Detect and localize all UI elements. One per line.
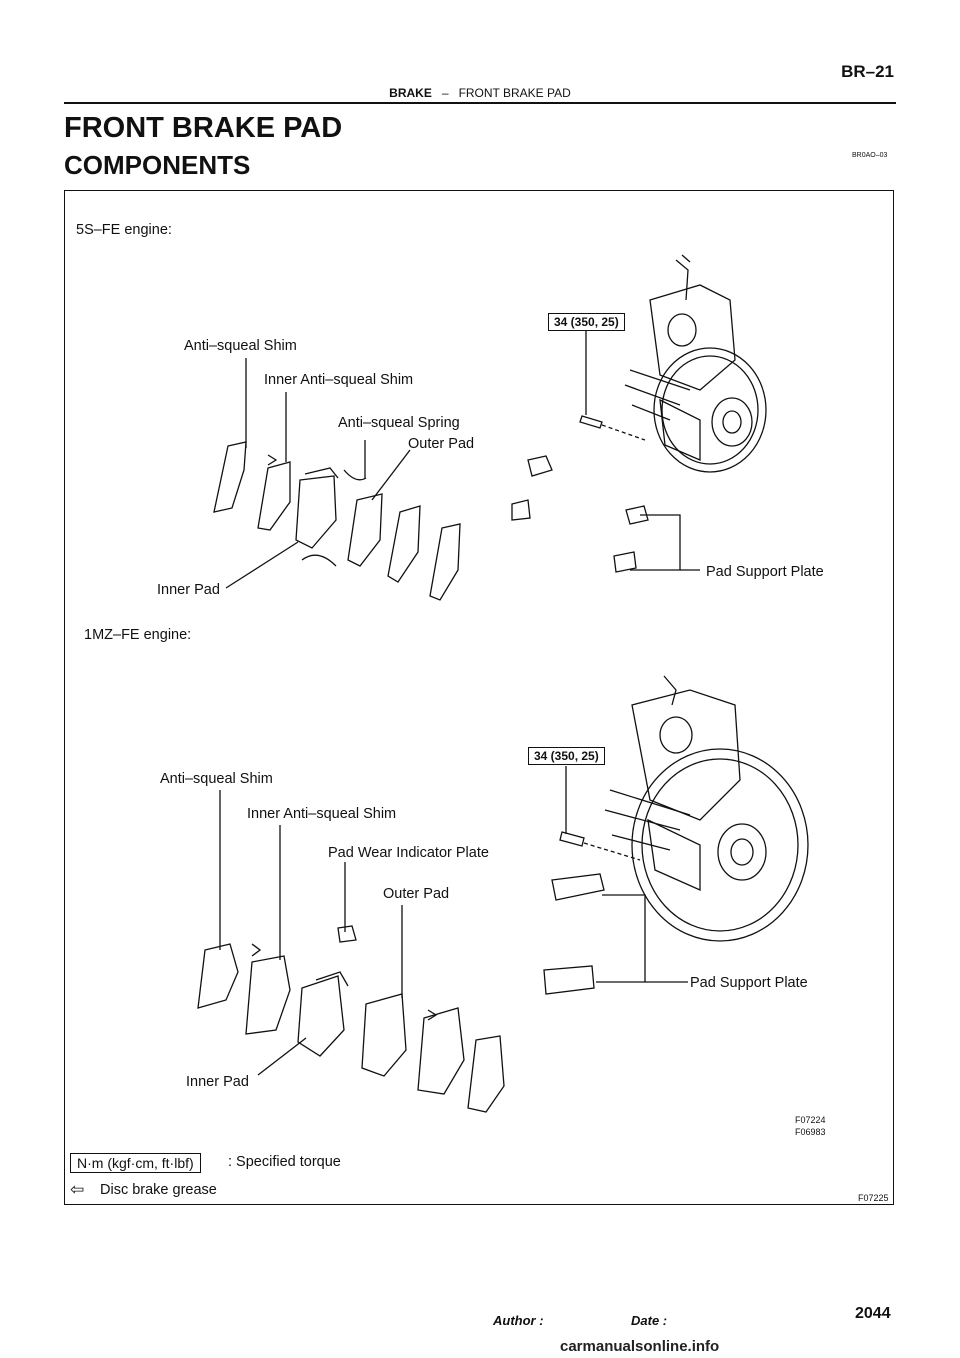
bolt-2 — [559, 831, 641, 861]
pad-parts-2 — [197, 873, 605, 1113]
pad-parts-1 — [213, 441, 649, 601]
label-anti-squeal-spring-1: Anti–squeal Spring — [338, 415, 460, 431]
date-label: Date : — [631, 1313, 668, 1328]
page-code: BR–21 — [841, 62, 894, 81]
header-rule — [64, 102, 896, 104]
label-anti-squeal-shim-2: Anti–squeal Shim — [160, 771, 273, 787]
grease-legend-text: Disc brake grease — [100, 1182, 217, 1198]
torque-callout-2: 34 (350, 25) — [528, 747, 605, 765]
reference-code: BR0AO–03 — [852, 152, 888, 159]
label-pad-wear-indicator-plate: Pad Wear Indicator Plate — [328, 845, 489, 861]
page-number: 2044 — [855, 1305, 891, 1322]
torque-unit-box: N·m (kgf·cm, ft·lbf) — [70, 1153, 201, 1173]
header-separator: – — [441, 86, 449, 100]
running-header: BRAKE – FRONT BRAKE PAD — [0, 86, 960, 100]
page-title: FRONT BRAKE PAD — [64, 112, 343, 144]
arrow-grease-icon: ⇦ — [70, 1180, 85, 1199]
label-anti-squeal-shim-1: Anti–squeal Shim — [184, 338, 297, 354]
label-outer-pad-2: Outer Pad — [383, 886, 450, 902]
torque-callout-1: 34 (350, 25) — [548, 313, 625, 331]
torque-legend-text: : Specified torque — [228, 1154, 341, 1170]
figure-frame — [64, 190, 894, 1205]
section-title: COMPONENTS — [64, 150, 251, 180]
label-inner-pad-1: Inner Pad — [157, 582, 220, 598]
engine-label-1mz-fe: 1MZ–FE engine: — [84, 627, 192, 643]
caliper-disc-illustration-1 — [624, 254, 767, 473]
label-pad-support-plate-2: Pad Support Plate — [690, 975, 808, 991]
label-outer-pad-1: Outer Pad — [408, 436, 475, 452]
header-subtitle: FRONT BRAKE PAD — [458, 86, 571, 100]
header-section: BRAKE — [389, 86, 432, 100]
caliper-disc-illustration-2 — [604, 675, 809, 942]
author-label: Author : — [493, 1313, 544, 1328]
figure-code-2: F06983 — [795, 1127, 826, 1137]
label-pad-support-plate-1: Pad Support Plate — [706, 564, 824, 580]
bolt-1 — [579, 415, 646, 441]
figure-code-3: F07225 — [858, 1193, 889, 1203]
watermark: carmanualsonline.info — [560, 1338, 720, 1355]
engine-label-5s-fe: 5S–FE engine: — [76, 222, 172, 238]
label-inner-anti-squeal-shim-1: Inner Anti–squeal Shim — [264, 372, 414, 388]
figure-code-1: F07224 — [795, 1115, 826, 1125]
label-inner-pad-2: Inner Pad — [186, 1074, 249, 1090]
label-inner-anti-squeal-shim-2: Inner Anti–squeal Shim — [247, 806, 397, 822]
